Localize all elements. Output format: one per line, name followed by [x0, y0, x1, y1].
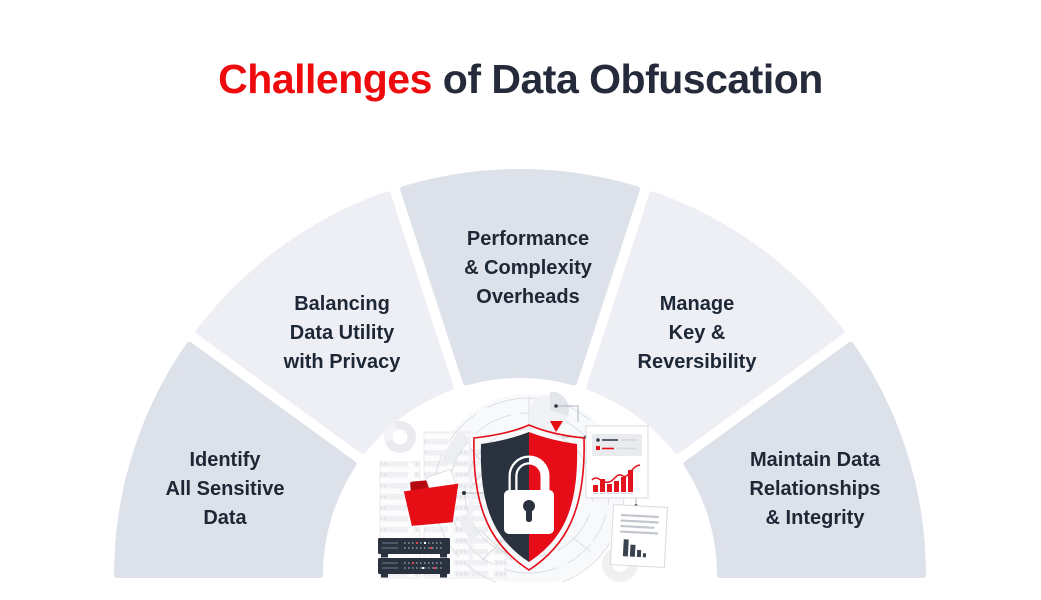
donut-chart-icon [384, 421, 417, 454]
page-title: Challenges of Data Obfuscation [0, 56, 1041, 103]
wedge-identify-all-sensitive-data [114, 341, 357, 578]
title-rest: of Data Obfuscation [431, 56, 824, 102]
open-folder-icon [403, 469, 459, 526]
wedge-performance-complexity-overheads [400, 169, 640, 386]
dark-server-units-icon [378, 538, 450, 578]
wedge-label-performance-complexity-overheads: Performance & Complexity Overheads [464, 228, 592, 308]
wedge-label-identify-all-sensitive-data: Identify All Sensitive Data [165, 449, 285, 529]
wedge-label-maintain-data-relationships-integrity: Maintain Data Relationships & Integrity [749, 449, 881, 529]
wedge-maintain-data-relationships-integrity [683, 341, 926, 578]
wedge-label-manage-key-reversibility: Manage Key & Reversibility [637, 293, 757, 373]
padlock-icon [504, 455, 554, 534]
data-security-illustration [378, 392, 669, 582]
wedge-label-balancing-data-utility-with-privacy: Balancing Data Utility with Privacy [283, 293, 401, 373]
title-highlight: Challenges [218, 56, 432, 102]
shield-lock-icon [473, 424, 585, 571]
document-card-icon [609, 504, 669, 568]
wedge-balancing-data-utility-with-privacy [195, 191, 454, 455]
analytics-card-icon [585, 425, 649, 499]
red-triangle-marker [550, 421, 563, 432]
wedge-manage-key-reversibility [586, 191, 845, 455]
